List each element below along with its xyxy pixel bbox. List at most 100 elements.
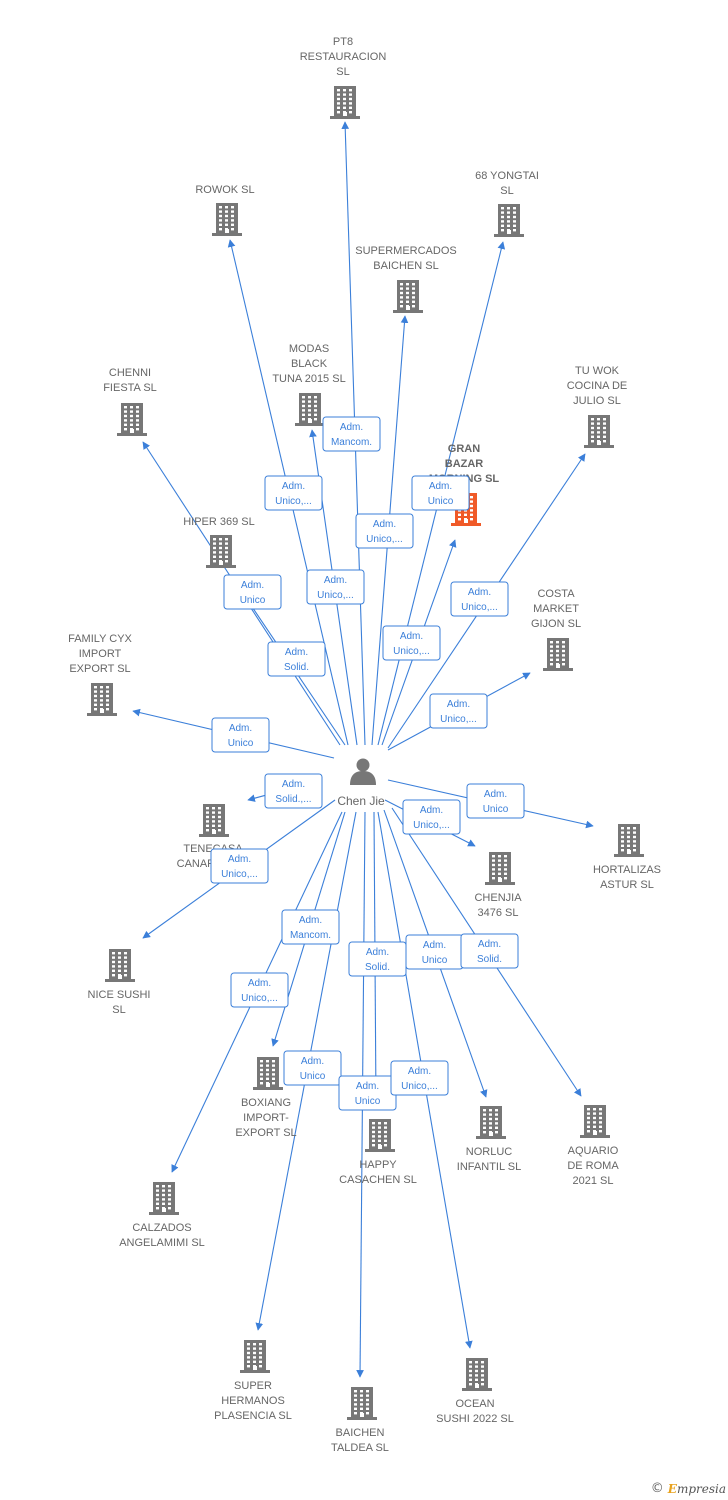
edge-label-aquario[interactable]: Adm.Solid. <box>460 933 519 969</box>
building-icon <box>105 949 135 982</box>
edge-label-text: Solid.,... <box>275 794 311 805</box>
company-name-line: ANGELAMIMI SL <box>119 1237 205 1249</box>
edge-label-text: Adm. <box>447 699 470 710</box>
edge-label-text: Unico,... <box>366 534 403 545</box>
building-icon <box>240 1340 270 1373</box>
edge-label-superhermanos[interactable]: Adm.Unico <box>283 1050 342 1086</box>
edge-label-text: Unico <box>483 804 509 815</box>
edge-label-text: Adm. <box>228 854 251 865</box>
edge-label-hiper369[interactable]: Adm.Solid. <box>267 641 326 677</box>
edge-label-text: Adm. <box>420 805 443 816</box>
edge-label-hortalizas[interactable]: Adm.Unico <box>466 783 525 819</box>
company-node-calzados[interactable]: CALZADOS ANGELAMIMI SL <box>119 1182 205 1249</box>
edge-label-text: Unico <box>422 955 448 966</box>
edge-label-text: Adm. <box>373 519 396 530</box>
company-name-line: CHENNI <box>109 367 151 379</box>
company-name-line: GRAN <box>448 443 480 455</box>
building-icon <box>295 393 325 426</box>
company-name-line: MARKET <box>533 603 579 615</box>
edge-label-norluc[interactable]: Adm.Unico <box>405 934 464 970</box>
company-name-line: MODAS <box>289 343 329 355</box>
edge-label-box <box>210 848 269 884</box>
edge-label-calzados[interactable]: Adm.Unico,... <box>230 972 289 1008</box>
edge-label-rowok[interactable]: Adm. Unico,... <box>264 475 323 511</box>
company-name-line: CASACHEN SL <box>339 1174 417 1186</box>
edge-label-text: Adm. <box>282 481 305 492</box>
edge-label-text: Adm. <box>408 1066 431 1077</box>
edge-label-text: Adm. <box>356 1081 379 1092</box>
edge-label-box <box>460 933 519 969</box>
company-name-line: HAPPY <box>359 1159 397 1171</box>
edge-label-costa[interactable]: Adm.Unico,... <box>429 693 488 729</box>
company-name-line: BAICHEN <box>336 1427 385 1439</box>
company-node-baichen[interactable]: BAICHEN TALDEA SL <box>331 1387 389 1454</box>
company-node-hiper369[interactable]: HIPER 369 SL <box>183 516 255 568</box>
edge-label-text: Unico,... <box>221 869 258 880</box>
company-name-line: EXPORT SL <box>235 1127 296 1139</box>
edge-label-box <box>402 799 461 835</box>
edge-label-text: Adm. <box>366 947 389 958</box>
edge-label-baichen[interactable]: Adm.Unico <box>338 1075 397 1111</box>
company-name-line: TALDEA SL <box>331 1442 389 1454</box>
edge-label-text: Unico,... <box>275 496 312 507</box>
building-icon <box>87 683 117 716</box>
building-icon <box>580 1105 610 1138</box>
copyright-symbol: © <box>650 1481 664 1496</box>
edge-label-text: Unico <box>300 1071 326 1082</box>
edge-label-tenecasa[interactable]: Adm. Solid.,... <box>264 773 323 809</box>
edge-label-text: Adm. <box>282 779 305 790</box>
edge-label-box <box>211 717 270 753</box>
edge-label-ocean[interactable]: Adm.Unico,... <box>390 1060 449 1096</box>
company-name-line: FAMILY CYX <box>68 633 132 645</box>
center-person-node[interactable]: Chen Jie <box>337 758 385 809</box>
edge-label-granbazar[interactable]: Adm.Unico,... <box>382 625 441 661</box>
edge-label-chenni[interactable]: Adm.Unico <box>223 574 282 610</box>
company-name-line: JULIO SL <box>573 395 621 407</box>
company-name-line: CALZADOS <box>132 1222 191 1234</box>
edge-label-modas[interactable]: Adm.Unico,... <box>306 569 365 605</box>
company-name-line: PT8 <box>333 36 353 48</box>
building-icon <box>206 535 236 568</box>
edge-label-happy[interactable]: Adm.Solid. <box>348 941 407 977</box>
edge-label-text: Adm. <box>241 580 264 591</box>
edge-label-supermercados[interactable]: Adm. Unico,... <box>355 513 414 549</box>
company-name-line: BLACK <box>291 358 328 370</box>
edge-label-68yongtai[interactable]: Adm.Unico <box>411 475 470 511</box>
company-node-rowok[interactable]: ROWOK SL <box>195 184 255 236</box>
building-icon <box>212 203 242 236</box>
edge-label-text: Unico,... <box>413 820 450 831</box>
building-icon <box>347 1387 377 1420</box>
edge-label-box <box>267 641 326 677</box>
edge-label-text: Unico,... <box>317 590 354 601</box>
company-name-line: IMPORT- <box>243 1112 289 1124</box>
company-node-happy[interactable]: HAPPY CASACHEN SL <box>339 1119 417 1186</box>
company-name-line: BAZAR <box>445 458 484 470</box>
edge-label-boxiang[interactable]: Adm.Mancom. <box>281 909 340 945</box>
edge-label-chenjia[interactable]: Adm. Unico,... <box>402 799 461 835</box>
edge-label-nicesushi[interactable]: Adm. Unico,... <box>210 848 269 884</box>
building-icon <box>476 1106 506 1139</box>
company-name-line: SUPERMERCADOS <box>355 245 456 257</box>
edge-label-tuwok[interactable]: Adm.Unico,... <box>450 581 509 617</box>
edge-label-pt8[interactable]: Adm.Mancom. <box>322 416 381 452</box>
edge-label-familycyx[interactable]: Adm.Unico <box>211 717 270 753</box>
building-icon <box>584 415 614 448</box>
